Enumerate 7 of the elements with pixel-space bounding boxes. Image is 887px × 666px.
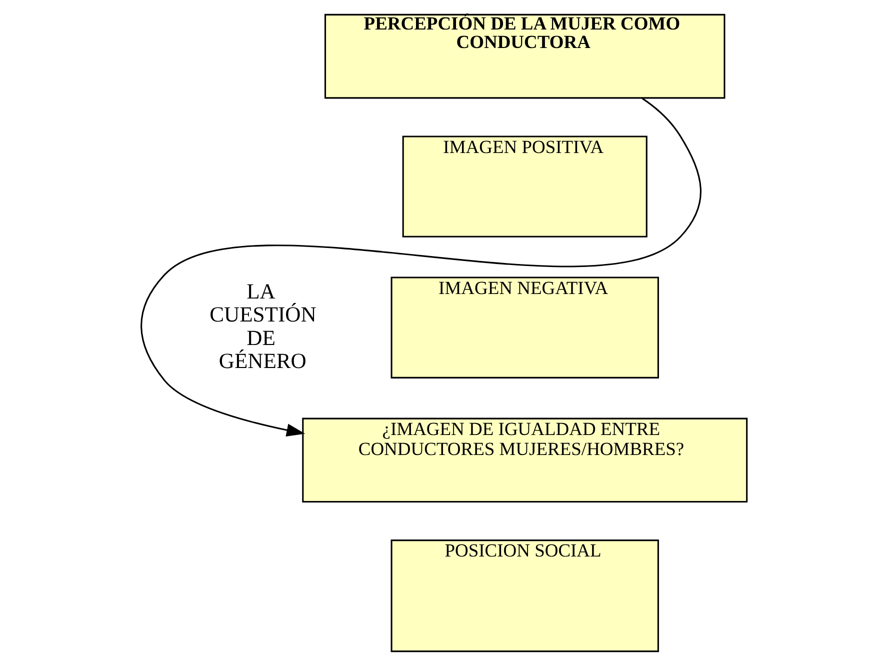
arrow [140,98,701,437]
label: LA CUESTIÓN DE GÉNERO [209,280,316,373]
node-box: IMAGEN POSITIVA [402,136,647,238]
node-box: POSICION SOCIAL [390,540,658,652]
node-box: PERCEPCIÓN DE LA MUJER COMO CONDUCTORA [324,14,725,99]
node-box: ¿IMAGEN DE IGUALDAD ENTRE CONDUCTORES MUJERES/HOMBRES? [302,418,748,503]
node-box: IMAGEN NEGATIVA [390,276,658,378]
